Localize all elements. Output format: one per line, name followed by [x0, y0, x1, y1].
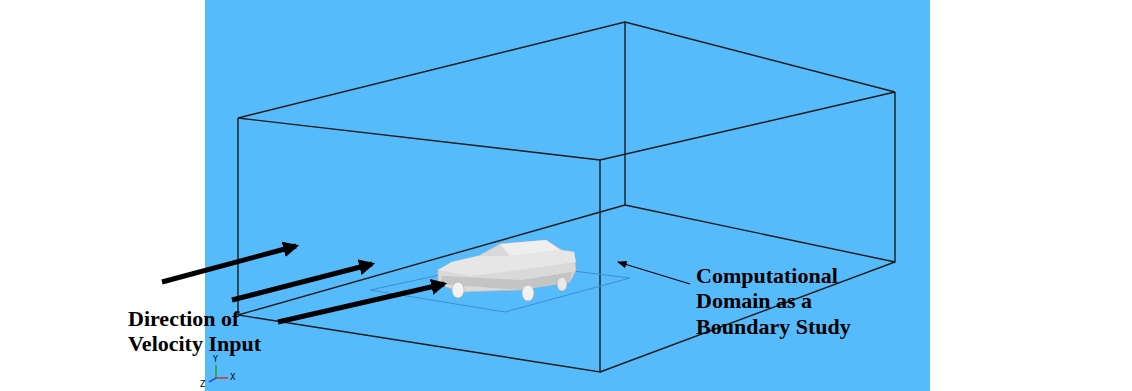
axis-label: X: [230, 373, 240, 382]
axis-label: Z: [200, 380, 210, 389]
axis-triad: [209, 365, 228, 382]
leader-line: [618, 262, 690, 284]
domain-box: [238, 22, 895, 372]
annotation-label: Computational Domain as a Boundary Study: [696, 263, 876, 339]
annotation-label: Direction of Velocity Input: [128, 306, 303, 357]
axis-label: Y: [213, 355, 223, 364]
background-panel: [205, 0, 930, 391]
car-model: [438, 240, 576, 301]
